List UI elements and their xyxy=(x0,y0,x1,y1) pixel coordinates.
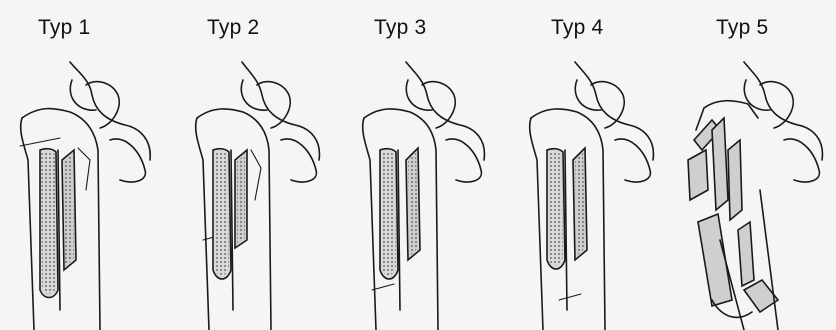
panel-typ-1: Typ 1 xyxy=(0,0,167,330)
femur-illustration xyxy=(334,0,501,330)
panel-typ-2: Typ 2 xyxy=(167,0,334,330)
femur-illustration xyxy=(501,0,668,330)
femur-illustration xyxy=(668,0,835,330)
femur-illustration xyxy=(0,0,167,330)
panel-typ-5: Typ 5 xyxy=(668,0,835,330)
panel-typ-3: Typ 3 xyxy=(334,0,501,330)
panel-typ-4: Typ 4 xyxy=(501,0,668,330)
femur-illustration xyxy=(167,0,334,330)
